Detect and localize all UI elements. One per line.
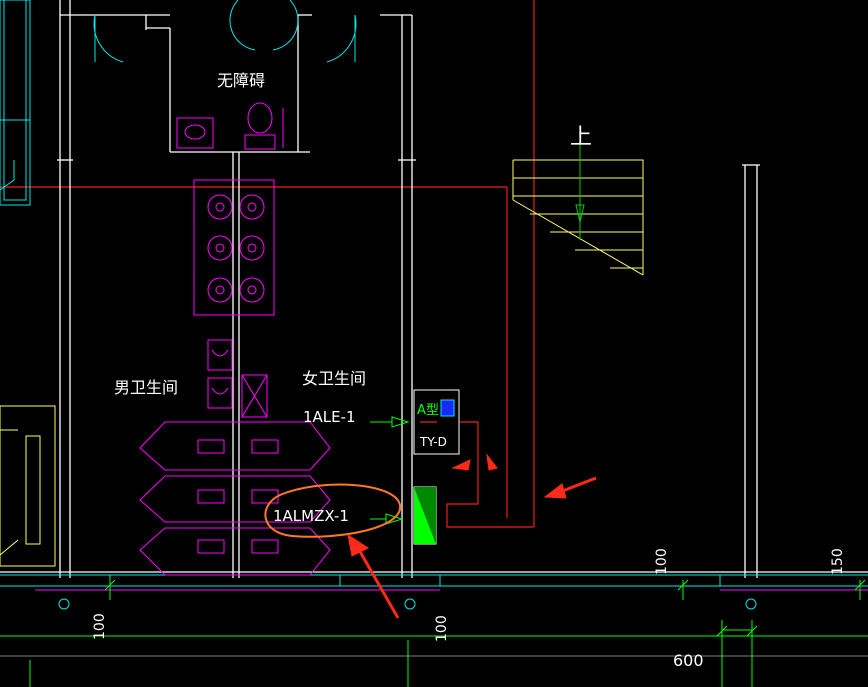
label-1almzx-1: 1ALMZX-1: [273, 507, 349, 525]
panel-1almzx[interactable]: [413, 486, 437, 545]
dimension-lines: [0, 578, 868, 687]
washbasin-icon: [207, 194, 265, 303]
room-label-accessible: 无障碍: [217, 71, 265, 90]
left-detail: [0, 405, 56, 567]
panel-type-label: A型: [417, 403, 439, 418]
stair: [512, 140, 644, 276]
stair-up-label: 上: [570, 125, 592, 150]
toilet-stall-icon: [139, 421, 331, 576]
plumbing-fixtures: [35, 102, 868, 591]
arrow-small-down-icon: [486, 453, 498, 471]
annotation-arrows: [347, 453, 597, 619]
room-label-womens: 女卫生间: [302, 369, 366, 388]
dimension-600: 600: [673, 651, 704, 670]
panel-ty-d[interactable]: A型 TY-D: [413, 389, 460, 455]
dimension-100-left: 100: [92, 613, 108, 640]
panel-box-label: TY-D: [419, 435, 447, 449]
accessible-toilet-icon: [176, 102, 284, 150]
dimension-150: 150: [830, 548, 846, 575]
dimension-100-right: 100: [654, 548, 670, 575]
annotation-circle: [264, 483, 402, 538]
arrow-small-left-icon: [451, 459, 471, 471]
arrow-up-left-icon: [347, 533, 400, 619]
dimension-100-center: 100: [434, 615, 450, 642]
walls: [0, 0, 868, 578]
urinal-icon: [207, 339, 233, 409]
red-wiring: [0, 0, 535, 528]
label-1ale-1: 1ALE-1: [303, 408, 356, 426]
doors-windows: [0, 0, 868, 610]
leader-lines: [370, 416, 410, 525]
room-label-mens: 男卫生间: [114, 378, 178, 397]
arrow-left-icon: [543, 476, 597, 499]
